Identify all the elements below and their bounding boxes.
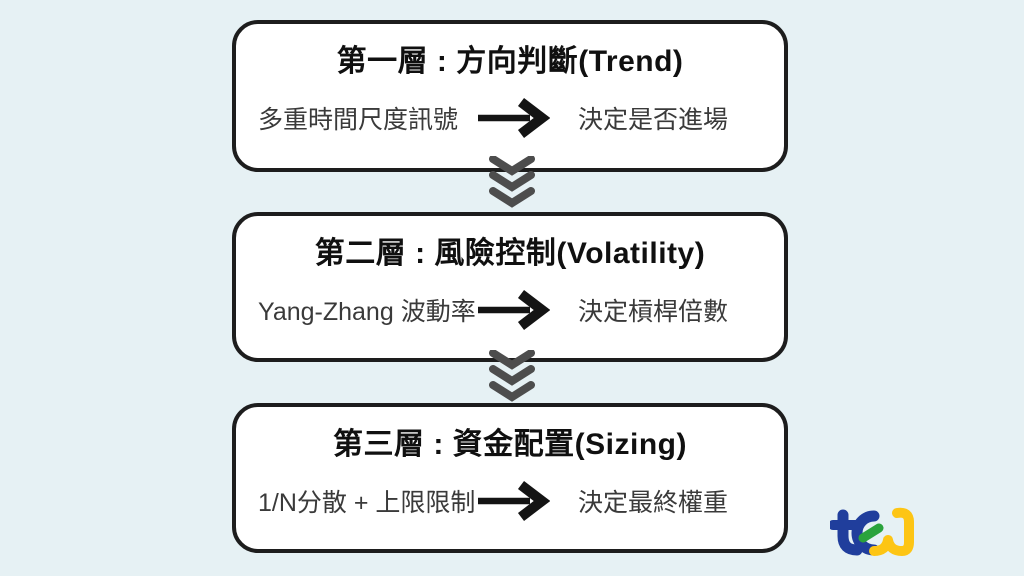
right-arrow-icon (478, 290, 550, 330)
right-arrow-icon (478, 481, 550, 521)
layer-sizing-output-label: 決定最終權重 (578, 489, 729, 517)
right-arrow-icon (478, 98, 550, 138)
layer-volatility-output-label: 決定槓桿倍數 (578, 298, 729, 326)
tej-logo (830, 507, 914, 556)
layer-box-trend: 第一層 : 方向判斷(Trend) 多重時間尺度訊號 決定是否進場 (232, 20, 788, 172)
layer-trend-output-label: 決定是否進場 (578, 106, 729, 134)
layer-volatility-input-label: Yang-Zhang 波動率 (258, 298, 476, 326)
layer-volatility-title: 第二層 : 風險控制(Volatility) (314, 237, 706, 270)
layer-box-volatility: 第二層 : 風險控制(Volatility) Yang-Zhang 波動率 決定… (232, 212, 788, 362)
layer-volatility-row: Yang-Zhang 波動率 決定槓桿倍數 (236, 290, 784, 330)
layer-sizing-row: 1/N分散 + 上限限制 決定最終權重 (236, 481, 784, 521)
triple-chevron-down-icon (489, 350, 535, 402)
triple-chevron-down-icon (489, 156, 535, 208)
layer-sizing-input-label: 1/N分散 + 上限限制 (258, 489, 476, 517)
layer-sizing-title: 第三層 : 資金配置(Sizing) (333, 428, 687, 461)
layer-trend-input-label: 多重時間尺度訊號 (258, 106, 459, 134)
layer-box-sizing: 第三層 : 資金配置(Sizing) 1/N分散 + 上限限制 決定最終權重 (232, 403, 788, 553)
layer-trend-row: 多重時間尺度訊號 決定是否進場 (236, 98, 784, 138)
layer-trend-title: 第一層 : 方向判斷(Trend) (336, 45, 684, 78)
